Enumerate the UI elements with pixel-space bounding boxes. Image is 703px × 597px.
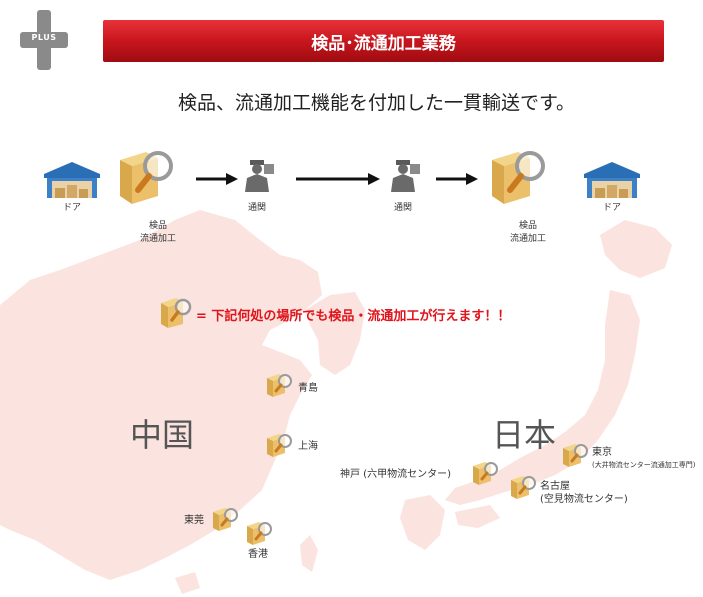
location-label-qingdao: 青島	[298, 383, 318, 394]
flow-door-right-label: ドア	[602, 203, 621, 213]
kyushu-landmass	[400, 495, 445, 550]
location-marker-icon	[267, 434, 292, 457]
location-label-nagoya-name: 名古屋	[540, 481, 570, 492]
country-label-china: 中国	[130, 416, 195, 454]
location-label-kobe: 神戸 (六甲物流センター)	[340, 469, 451, 480]
flow-inspect-left-line1: 検品	[148, 221, 167, 231]
location-label-tokyo-name: 東京	[592, 447, 612, 458]
location-marker-icon	[247, 522, 272, 545]
china-landmass	[0, 210, 322, 580]
arrow-right-icon	[436, 173, 478, 185]
hainan-landmass	[175, 572, 200, 594]
country-label-japan: 日本	[492, 416, 557, 454]
arrow-right-icon	[196, 173, 238, 185]
inspection-box-icon	[120, 151, 173, 204]
page-title: 検品･流通加工業務	[311, 34, 456, 54]
location-label-hongkong: 香港	[248, 549, 268, 560]
customs-officer-icon	[391, 160, 420, 192]
location-marker-icon	[213, 508, 238, 531]
location-marker-icon	[511, 476, 536, 499]
korea-landmass	[305, 292, 365, 375]
inspection-box-icon	[161, 298, 192, 328]
flow-inspect-left-label: 検品 流通加工	[118, 220, 198, 246]
location-marker-icon	[267, 374, 292, 397]
taiwan-landmass	[300, 535, 318, 572]
flow-inspect-right-line2: 流通加工	[509, 234, 546, 244]
plus-badge-label: PLUS	[31, 33, 57, 42]
warehouse-icon	[44, 162, 100, 198]
flow-inspect-left-line2: 流通加工	[139, 234, 176, 244]
shikoku-landmass	[455, 505, 500, 528]
location-marker-icon	[563, 444, 588, 467]
warehouse-icon	[584, 162, 640, 198]
customs-officer-icon	[245, 160, 274, 192]
location-label-tokyo: 東京 (大井物流センター流通加工専門)	[592, 446, 695, 472]
location-marker-icon	[473, 462, 498, 485]
location-label-nagoya: 名古屋 (空見物流センター)	[540, 480, 628, 506]
flow-inspect-right-label: 検品 流通加工	[488, 220, 568, 246]
inspection-box-icon	[492, 151, 545, 204]
flow-customs-right-label: 通関	[393, 203, 412, 213]
legend-text: = 下記何処の場所でも検品・流通加工が行えます！！	[196, 309, 511, 324]
asia-map	[0, 210, 672, 594]
page-subtitle: 検品、流通加工機能を付加した一貫輸送です。	[177, 92, 576, 114]
plus-logo-icon	[20, 10, 68, 70]
flow-inspect-right-line1: 検品	[518, 221, 537, 231]
header-banner	[103, 20, 664, 62]
hokkaido-landmass	[600, 220, 672, 278]
location-label-dongguan: 東莞	[184, 515, 204, 526]
location-label-shanghai: 上海	[298, 441, 318, 452]
arrow-long-right-icon	[296, 173, 380, 185]
flow-customs-left-label: 通関	[247, 203, 266, 213]
honshu-landmass	[445, 290, 640, 505]
flow-door-left-label: ドア	[62, 203, 81, 213]
location-label-tokyo-center: (大井物流センター流通加工専門)	[592, 461, 696, 469]
location-label-nagoya-center: (空見物流センター)	[540, 494, 628, 505]
